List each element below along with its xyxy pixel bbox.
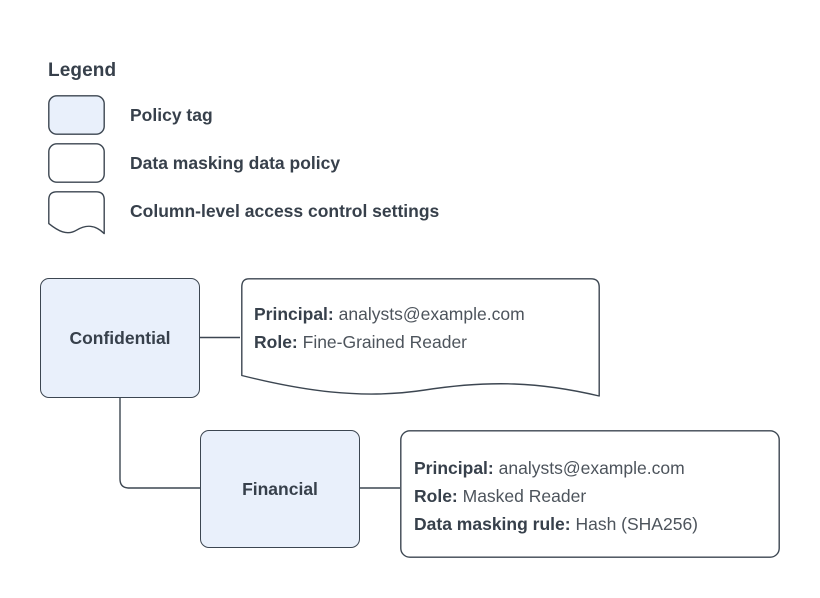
callout-text-access-settings: Principal: analysts@example.com Role: Fi… xyxy=(254,300,591,356)
legend-label-column-level-access: Column-level access control settings xyxy=(130,201,440,221)
edge-confidential-to-financial xyxy=(119,398,200,489)
callout-line-principal: Principal: analysts@example.com xyxy=(254,300,591,328)
callout-financial-masking-policy[interactable]: Principal: analysts@example.com Role: Ma… xyxy=(400,430,780,558)
legend-item-column-level-access: Column-level access control settings xyxy=(0,191,820,235)
callout-label-principal: Principal: xyxy=(414,458,494,478)
callout-label-principal: Principal: xyxy=(254,304,334,324)
callout-value-role: Masked Reader xyxy=(462,486,587,506)
rounded-empty-swatch-icon xyxy=(48,143,105,183)
callout-value-role: Fine-Grained Reader xyxy=(302,332,468,352)
node-confidential[interactable]: Confidential xyxy=(40,278,200,398)
legend-label-policy-tag: Policy tag xyxy=(130,105,213,125)
callout-confidential-access-settings[interactable]: Principal: analysts@example.com Role: Fi… xyxy=(240,278,601,399)
wavy-document-swatch-icon xyxy=(48,191,105,235)
callout-label-role: Role: xyxy=(414,486,458,506)
callout-text-masking-policy: Principal: analysts@example.com Role: Ma… xyxy=(414,454,770,538)
node-label-financial: Financial xyxy=(242,478,318,499)
callout-value-masking-rule: Hash (SHA256) xyxy=(575,514,699,534)
callout-label-masking-rule: Data masking rule: xyxy=(414,514,571,534)
callout-value-principal: analysts@example.com xyxy=(338,304,525,324)
rounded-filled-swatch-icon xyxy=(48,95,105,135)
wavy-document-shape xyxy=(241,278,600,397)
callout-line-role: Role: Masked Reader xyxy=(414,482,770,510)
legend-label-data-masking-policy: Data masking data policy xyxy=(130,153,341,173)
callout-value-principal: analysts@example.com xyxy=(498,458,685,478)
node-label-confidential: Confidential xyxy=(69,327,171,348)
node-financial[interactable]: Financial xyxy=(200,430,360,548)
callout-line-masking-rule: Data masking rule: Hash (SHA256) xyxy=(414,510,770,538)
callout-label-role: Role: xyxy=(254,332,298,352)
rounded-rect-shape xyxy=(400,430,780,558)
callout-line-principal: Principal: analysts@example.com xyxy=(414,454,770,482)
legend-item-policy-tag: Policy tag xyxy=(0,95,820,137)
legend-item-data-masking-policy: Data masking data policy xyxy=(0,143,820,185)
callout-line-role: Role: Fine-Grained Reader xyxy=(254,328,591,356)
legend-title: Legend xyxy=(48,60,117,81)
